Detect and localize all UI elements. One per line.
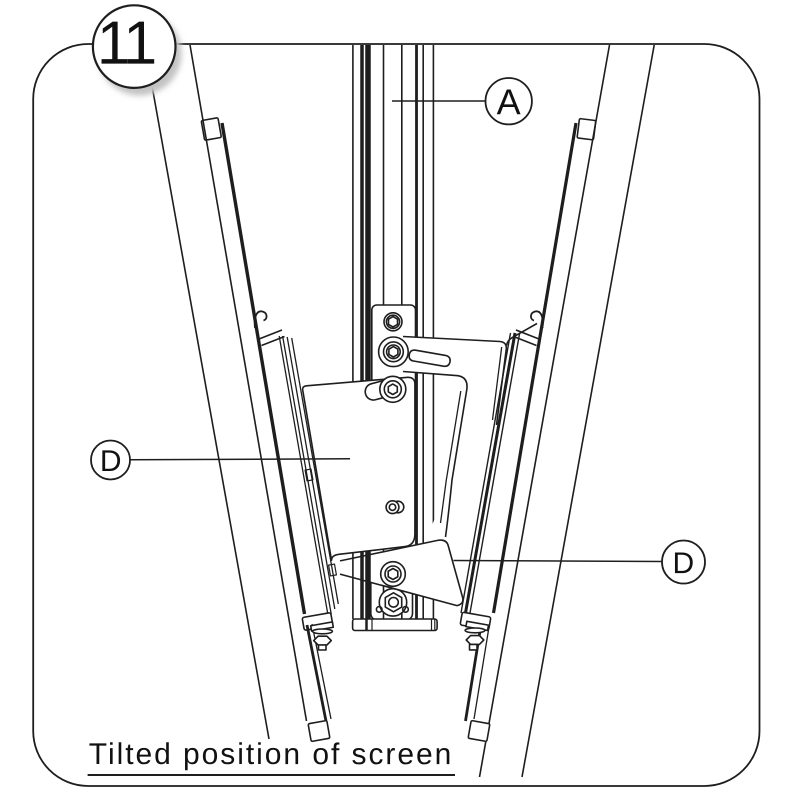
svg-text:D: D xyxy=(672,547,694,580)
svg-text:11: 11 xyxy=(97,9,154,77)
svg-text:A: A xyxy=(497,81,521,122)
svg-text:D: D xyxy=(100,445,122,478)
svg-text:Tilted position of screen: Tilted position of screen xyxy=(89,738,453,771)
